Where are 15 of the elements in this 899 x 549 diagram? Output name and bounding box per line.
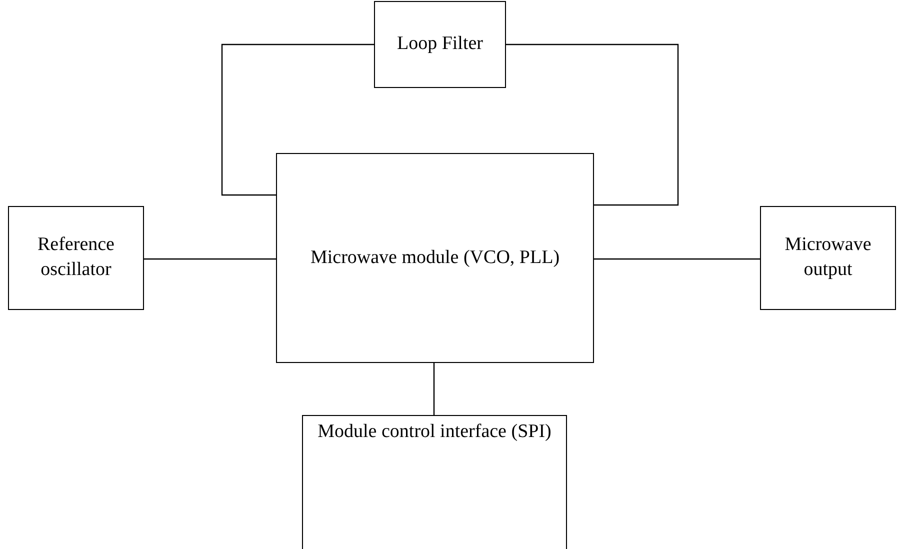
block-label: Microwave module (VCO, PLL) <box>309 246 561 270</box>
block-box <box>302 415 567 549</box>
block-label: Module control interface (SPI) <box>316 420 552 444</box>
connector-line <box>594 258 760 260</box>
block-label: Reference oscillator <box>36 233 116 282</box>
block-label: Microwave output <box>784 233 872 282</box>
connector-line <box>221 44 374 196</box>
block-box <box>760 206 896 310</box>
block-label: Loop Filter <box>396 32 484 56</box>
block-box <box>374 1 506 88</box>
connector-line <box>144 258 276 260</box>
connector-line <box>433 363 435 415</box>
block-box <box>8 206 144 310</box>
connector-line <box>506 44 679 206</box>
block-box <box>276 153 594 363</box>
